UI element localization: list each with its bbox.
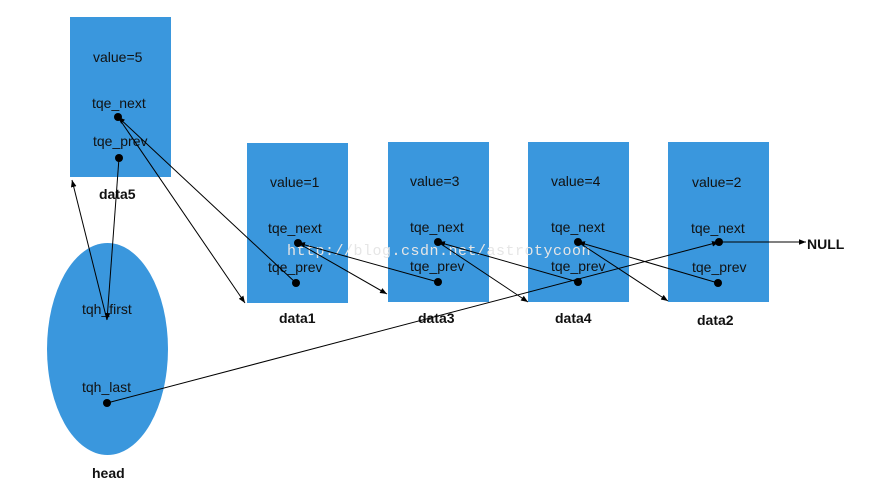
node-data4-prev-field: tqe_prev: [551, 258, 606, 274]
data2-prev-dot: [714, 279, 722, 287]
node-data4-box: [528, 142, 629, 302]
arrow-data1-prev-to-data5-next: [117, 116, 297, 284]
arrow-data4-next-to-data2: [577, 241, 669, 302]
data4-prev-dot: [574, 278, 582, 286]
node-data2-next-field: tqe_next: [691, 220, 745, 236]
node-data3-prev-field: tqe_prev: [410, 258, 465, 274]
data3-next-dot: [434, 238, 442, 246]
node-data2-box: [668, 142, 769, 302]
watermark-text: http://blog.csdn.net/astrotycoon: [287, 243, 592, 260]
node-data3-value: value=3: [410, 173, 460, 189]
head-first-field: tqh_first: [82, 301, 132, 317]
arrow-data3-prev-to-data1-next: [297, 242, 439, 283]
node-data5-prev-field: tqe_prev: [93, 133, 148, 149]
arrow-data5-prev-to-head-first: [104, 157, 120, 321]
node-data2-caption: data2: [697, 312, 734, 328]
node-data2-value: value=2: [692, 174, 742, 190]
node-data1-box: [247, 143, 348, 303]
node-data4-next-field: tqe_next: [551, 219, 605, 235]
node-data5-value: value=5: [93, 49, 143, 65]
node-data1-prev-field: tqe_prev: [268, 259, 323, 275]
null-terminator-label: NULL: [807, 236, 845, 252]
arrow-head-first-to-data5: [70, 179, 108, 321]
head-last-field: tqh_last: [82, 379, 132, 395]
head-caption: head: [92, 465, 125, 481]
node-data1-caption: data1: [279, 310, 316, 326]
data1-next-dot: [294, 239, 302, 247]
node-data2-prev-field: tqe_prev: [692, 259, 747, 275]
node-data4-caption: data4: [555, 310, 592, 326]
head-last-dot: [103, 399, 111, 407]
data5-prev-dot: [115, 154, 123, 162]
data1-prev-dot: [292, 279, 300, 287]
node-data1-next-field: tqe_next: [268, 220, 322, 236]
head-ellipse: [47, 243, 168, 455]
node-data4-value: value=4: [551, 173, 601, 189]
arrow-data2-prev-to-data4-next: [577, 241, 719, 284]
data4-next-dot: [574, 238, 582, 246]
data5-next-dot: [114, 113, 122, 121]
data3-prev-dot: [434, 278, 442, 286]
arrow-data1-next-to-data3: [297, 242, 388, 295]
arrow-head-last-to-data2-next: [106, 241, 720, 404]
arrow-data4-prev-to-data3-next: [437, 241, 579, 283]
node-data5-caption: data5: [99, 186, 136, 202]
node-data3-next-field: tqe_next: [410, 219, 464, 235]
arrow-data5-next-to-data1: [117, 116, 246, 304]
data2-next-dot: [715, 238, 723, 246]
node-data3-box: [388, 142, 489, 302]
arrow-data3-next-to-data4: [437, 241, 529, 303]
node-data1-value: value=1: [270, 174, 320, 190]
node-data5-next-field: tqe_next: [92, 95, 146, 111]
